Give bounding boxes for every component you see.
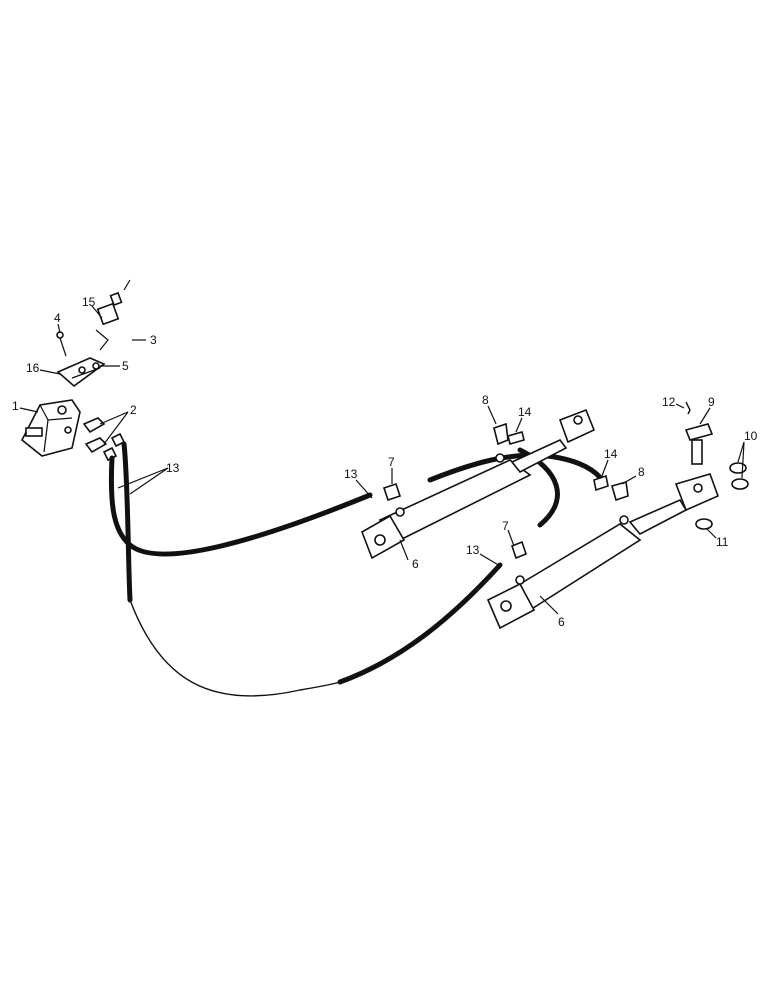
callout-13-middle: 13 (344, 467, 358, 481)
callout-15: 15 (82, 295, 96, 309)
callout-10: 10 (744, 429, 758, 443)
tee-fitting-lower (511, 540, 527, 560)
mounting-plate (56, 357, 106, 388)
washer-11 (695, 518, 713, 530)
column-coupling (95, 279, 131, 351)
callout-labels: 1 2 3 4 5 6 6 7 7 8 8 9 10 11 12 13 13 1… (12, 295, 758, 629)
callout-14-lower: 14 (604, 447, 618, 461)
cylinder-right (486, 473, 720, 630)
callout-7-lower: 7 (502, 519, 509, 533)
callout-6-right: 6 (558, 615, 565, 629)
washers-10 (729, 462, 749, 490)
callout-5: 5 (122, 359, 129, 373)
callout-14-upper: 14 (518, 405, 532, 419)
callout-3: 3 (150, 333, 157, 347)
bolt-4 (56, 331, 67, 357)
callout-8-upper: 8 (482, 393, 489, 407)
cylinder-left (361, 408, 596, 560)
elbow-fitting-lower (611, 480, 629, 502)
steering-valve (20, 399, 81, 457)
callout-13-lower: 13 (466, 543, 480, 557)
pivot-pin (684, 423, 714, 465)
callout-6-left: 6 (412, 557, 419, 571)
bolt-5 (92, 362, 100, 370)
elbow-fitting-upper (493, 422, 509, 446)
adapter-14-lower (593, 474, 609, 492)
callout-7-upper: 7 (388, 455, 395, 469)
adapter-fittings (82, 417, 126, 462)
callout-1: 1 (12, 399, 19, 413)
callout-11: 11 (716, 535, 729, 549)
callout-4: 4 (54, 311, 61, 325)
adapter-14-upper (507, 431, 525, 445)
callout-8-lower: 8 (638, 465, 645, 479)
callout-2: 2 (130, 403, 137, 417)
clip-12 (685, 401, 691, 415)
tee-fitting-upper (382, 482, 402, 502)
hose-lines (108, 441, 605, 697)
callout-12: 12 (662, 395, 676, 409)
callout-9: 9 (708, 395, 715, 409)
callout-16: 16 (26, 361, 40, 375)
callout-13-left: 13 (166, 461, 180, 475)
leader-lines (19, 305, 745, 615)
